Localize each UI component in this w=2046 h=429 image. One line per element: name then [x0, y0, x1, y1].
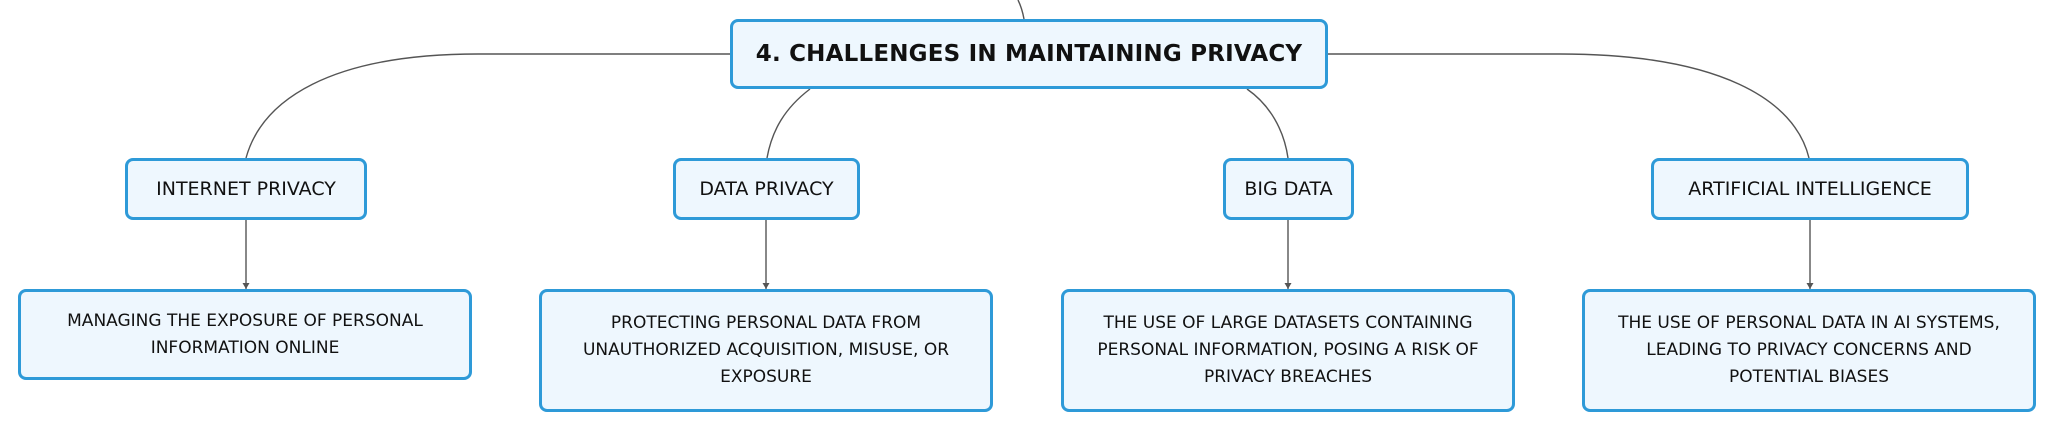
topic-big-data[interactable]: BIG DATA — [1223, 158, 1354, 220]
subtopic-internet-privacy-description[interactable]: MANAGING THE EXPOSURE OF PERSONAL INFORM… — [18, 289, 472, 380]
subtopic-text: THE USE OF PERSONAL DATA IN AI SYSTEMS, … — [1618, 313, 2000, 387]
topic-label: DATA PRIVACY — [699, 178, 834, 200]
topic-label: ARTIFICIAL INTELLIGENCE — [1688, 178, 1932, 200]
connector-root-artificial-intelligence — [1328, 53, 1810, 159]
subtopic-data-privacy-description[interactable]: PROTECTING PERSONAL DATA FROM UNAUTHORIZ… — [539, 289, 993, 412]
subtopic-text: MANAGING THE EXPOSURE OF PERSONAL INFORM… — [67, 310, 423, 358]
arrowhead-artificial-intelligence-leaf — [1806, 283, 1814, 289]
connector-root-internet-privacy — [245, 53, 730, 159]
connector-root-big-data — [1246, 88, 1289, 159]
topic-artificial-intelligence[interactable]: ARTIFICIAL INTELLIGENCE — [1651, 158, 1969, 220]
subtopic-text: PROTECTING PERSONAL DATA FROM UNAUTHORIZ… — [582, 313, 950, 387]
topic-label: INTERNET PRIVACY — [156, 178, 336, 200]
arrowhead-internet-privacy-leaf — [242, 283, 250, 289]
subtopic-text: THE USE OF LARGE DATASETS CONTAINING PER… — [1097, 313, 1479, 387]
arrowhead-data-privacy-leaf — [762, 283, 770, 289]
root-topic-node[interactable]: 4. CHALLENGES IN MAINTAINING PRIVACY — [730, 19, 1328, 89]
topic-label: BIG DATA — [1244, 178, 1333, 200]
connector-incoming — [1017, 0, 1025, 20]
subtopic-big-data-description[interactable]: THE USE OF LARGE DATASETS CONTAINING PER… — [1061, 289, 1515, 412]
topic-data-privacy[interactable]: DATA PRIVACY — [673, 158, 860, 220]
arrowhead-big-data-leaf — [1284, 283, 1292, 289]
root-topic-label: 4. CHALLENGES IN MAINTAINING PRIVACY — [755, 41, 1303, 67]
topic-internet-privacy[interactable]: INTERNET PRIVACY — [125, 158, 367, 220]
subtopic-artificial-intelligence-description[interactable]: THE USE OF PERSONAL DATA IN AI SYSTEMS, … — [1582, 289, 2036, 412]
connector-root-data-privacy — [766, 88, 811, 159]
